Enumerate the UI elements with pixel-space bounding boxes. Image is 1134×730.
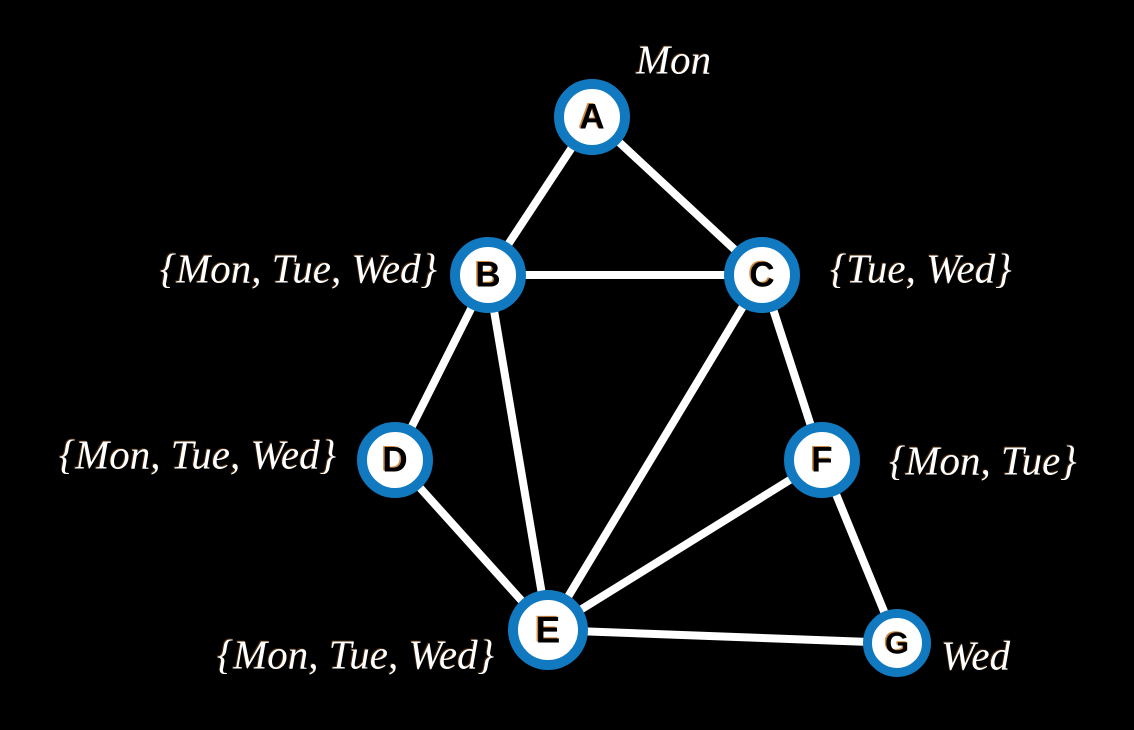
edge-c-e: [544, 271, 766, 634]
edge-e-f: [544, 456, 826, 634]
edge-highlight: [547, 629, 898, 644]
node-circle[interactable]: [724, 237, 800, 313]
node-g[interactable]: GG: [863, 609, 931, 677]
domain-label-g: Wed: [941, 632, 1011, 679]
node-circle[interactable]: [508, 590, 588, 670]
edge-highlight: [547, 459, 823, 631]
node-c[interactable]: CC: [724, 237, 800, 313]
edge-highlight: [487, 274, 549, 631]
node-letter: F: [811, 441, 832, 480]
domain-label-b: {Mon, Tue, Wed}: [159, 245, 437, 292]
node-letter: E: [536, 610, 561, 651]
node-letter-shadow: E: [534, 609, 559, 650]
node-letter: B: [475, 256, 500, 295]
node-letter-shadow: C: [748, 255, 773, 294]
node-circle[interactable]: [784, 422, 860, 498]
edge-highlight: [547, 274, 763, 631]
node-letter: D: [382, 441, 407, 480]
node-f[interactable]: FF: [784, 422, 860, 498]
node-circle[interactable]: [554, 79, 630, 155]
node-letter: C: [749, 256, 774, 295]
node-a[interactable]: AA: [554, 79, 630, 155]
node-d[interactable]: DD: [357, 422, 433, 498]
node-letter-shadow: G: [883, 625, 907, 660]
domain-label-c: {Tue, Wed}: [830, 245, 1012, 292]
edge-a-c: [588, 113, 766, 279]
node-letter: G: [885, 626, 909, 661]
node-letter-shadow: D: [381, 440, 406, 479]
node-circle[interactable]: [357, 422, 433, 498]
node-e[interactable]: EE: [508, 590, 588, 670]
node-letter-shadow: A: [578, 97, 603, 136]
edge-b-e: [484, 271, 552, 634]
edge-highlight: [591, 116, 763, 276]
domain-label-e: {Mon, Tue, Wed}: [216, 631, 494, 678]
domain-label-d: {Mon, Tue, Wed}: [58, 431, 336, 478]
nodes-layer: AA BB CC DD EE FF GG: [357, 79, 931, 677]
node-circle[interactable]: [863, 609, 931, 677]
domain-label-f: {Mon, Tue}: [889, 437, 1077, 484]
node-b[interactable]: BB: [450, 237, 526, 313]
node-letter-shadow: B: [474, 255, 499, 294]
domain-label-a: Mon: [636, 36, 712, 83]
node-circle[interactable]: [450, 237, 526, 313]
node-letter: A: [579, 98, 604, 137]
node-letter-shadow: F: [810, 440, 831, 479]
edge-e-g: [544, 626, 901, 647]
edges-layer: [391, 113, 901, 647]
